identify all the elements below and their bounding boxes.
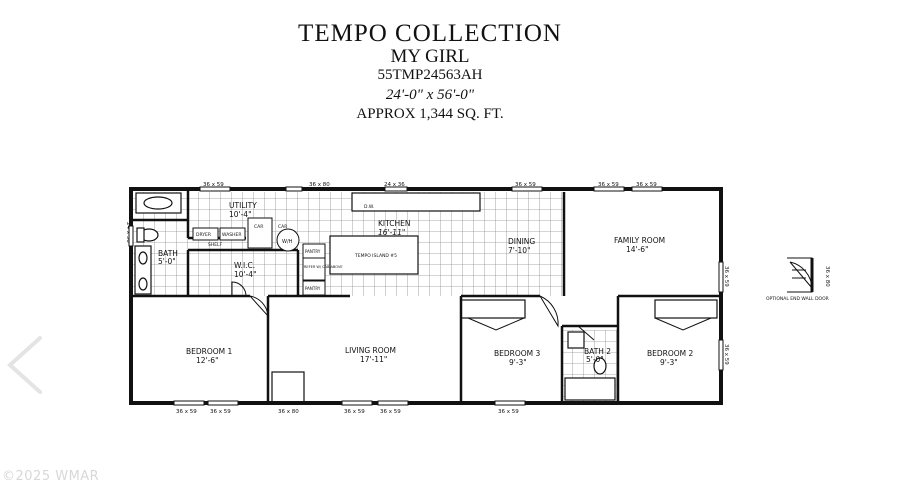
room-size-bath: 5'-0" (158, 257, 176, 266)
window-top-6: 36 x 59 (636, 182, 657, 188)
collection-title: TEMPO COLLECTION (298, 20, 562, 47)
model-name: MY GIRL (390, 46, 470, 67)
room-size-utility: 10'-4" (229, 210, 252, 219)
fixture-label-wh: W/H (282, 239, 293, 245)
fixture-label-shelf: SHELF (208, 242, 223, 248)
fixture-label-island: TEMPO ISLAND #5 (354, 253, 397, 259)
window-bottom-2: 36 x 59 (210, 409, 231, 415)
room-size-kitchen: 16'-11" (378, 228, 405, 237)
room-size-family: 14'-6" (626, 245, 649, 254)
window-top-4: 36 x 59 (515, 182, 536, 188)
room-size-bedroom3: 9'-3" (509, 358, 527, 367)
closets (271, 299, 718, 404)
window-bottom-6: 36 x 59 (498, 409, 519, 415)
window-left: 24 x 36 (125, 222, 131, 243)
room-size-living: 17'-11" (360, 355, 387, 364)
room-label-bedroom2: BEDROOM 2 (647, 349, 694, 358)
model-number: 55TMP24563AH (377, 67, 483, 83)
optional-end-wall-door (787, 257, 814, 293)
room-label-kitchen: KITCHEN (378, 219, 411, 228)
room-label-bedroom3: BEDROOM 3 (494, 349, 541, 358)
window-bottom-3: 36 x 80 (278, 409, 299, 415)
copyright-watermark: ©2025 WMAR (2, 469, 100, 484)
room-label-bath: BATH (158, 249, 178, 258)
room-label-family: FAMILY ROOM (614, 236, 665, 245)
window-right-lower: 36 x 59 (723, 344, 729, 365)
room-size-bedroom1: 12'-6" (196, 356, 219, 365)
room-size-bedroom2: 9'-3" (660, 358, 678, 367)
room-size-bath2: 5'-0" (586, 355, 604, 364)
door-swings (231, 281, 712, 341)
optional-door-size: 36 x 80 (824, 266, 830, 287)
room-label-bath2: BATH 2 (584, 347, 611, 356)
window-top-3: 24 x 36 (384, 182, 405, 188)
previous-arrow-button[interactable] (0, 330, 48, 400)
room-label-bedroom1: BEDROOM 1 (186, 347, 233, 356)
chevron-left-icon (7, 336, 42, 394)
room-label-wic: W.I.C. (234, 261, 255, 270)
window-right-upper: 36 x 59 (723, 266, 729, 287)
fixture-label-washer: WASHER (222, 232, 242, 238)
room-label-utility: UTILITY (229, 201, 257, 210)
optional-door-label: OPTIONAL END WALL DOOR (766, 296, 829, 302)
utility-fixtures (192, 217, 326, 296)
fixture-label-car1: CAR (254, 224, 263, 230)
window-bottom-4: 36 x 59 (344, 409, 365, 415)
window-bottom-5: 36 x 59 (380, 409, 401, 415)
fixture-label-car2: CAR (278, 224, 287, 230)
home-dimensions: 24'-0" x 56'-0" (385, 87, 475, 103)
window-top-2: 36 x 80 (309, 182, 330, 188)
bath-fixtures (134, 192, 616, 401)
room-label-living: LIVING ROOM (345, 346, 396, 355)
fixture-label-dryer: DRYER (196, 232, 211, 238)
room-size-dining: 7'-10" (508, 246, 531, 255)
fixture-label-refer: REFER W/ CAB ABOVE (304, 265, 343, 269)
room-label-dining: DINING (508, 237, 535, 246)
fixture-label-pantry1: PANTRY (305, 249, 321, 254)
window-top-5: 36 x 59 (598, 182, 619, 188)
window-top-1: 36 x 59 (203, 182, 224, 188)
room-size-wic: 10'-4" (234, 270, 257, 279)
kitchen-counters (329, 192, 481, 275)
window-marks (128, 186, 724, 406)
fixture-label-dw: D.W. (364, 204, 374, 210)
square-footage: APPROX 1,344 SQ. FT. (356, 106, 504, 122)
window-bottom-1: 36 x 59 (176, 409, 197, 415)
fixture-label-pantry2: PANTRY (305, 286, 321, 291)
